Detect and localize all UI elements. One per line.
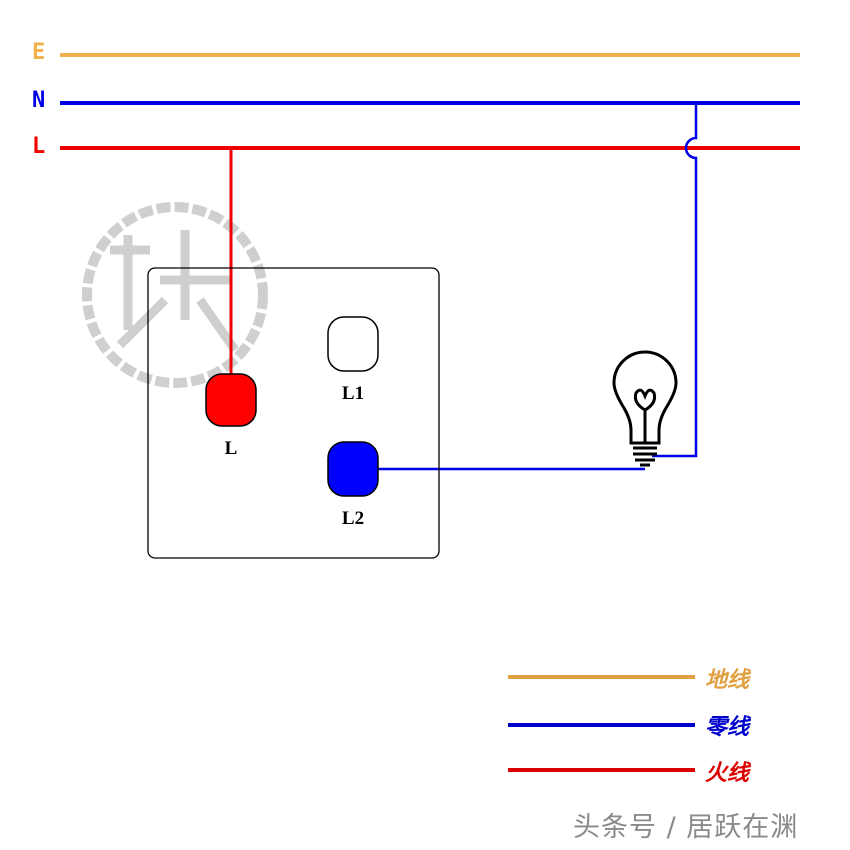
legend-label-neutral: 零线: [705, 714, 750, 740]
legend-label-live: 火线: [705, 760, 750, 786]
credit-watermark: 头条号 / 居跃在渊: [573, 812, 799, 843]
bus-label-e: E: [32, 40, 46, 65]
terminal-l1: [327, 316, 379, 372]
neutral-lamp-wire: [652, 103, 698, 458]
light-bulb-icon: [612, 350, 678, 467]
watermark-seal: [82, 202, 268, 388]
terminal-l2: [327, 441, 379, 497]
terminal-l: [205, 373, 257, 427]
terminal-label-l: L: [224, 438, 238, 459]
bus-label-l: L: [32, 134, 46, 159]
terminal-label-l1: L1: [341, 383, 365, 404]
legend-label-earth: 地线: [705, 667, 750, 693]
terminal-label-l2: L2: [341, 508, 365, 529]
switch-box: [147, 267, 440, 559]
bus-label-n: N: [32, 88, 46, 113]
